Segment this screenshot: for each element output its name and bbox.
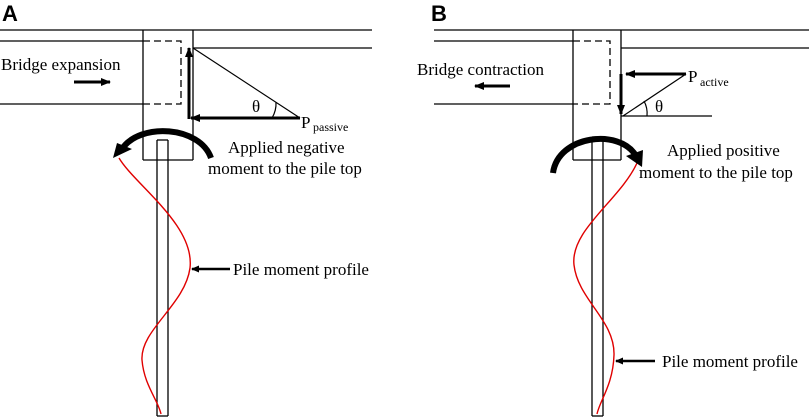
panel-a-letter: A: [2, 1, 18, 26]
panel-a-angle-label: θ: [252, 97, 260, 116]
panel-a-moment-arrowhead-icon: [113, 143, 132, 158]
panel-b-pile: [591, 136, 604, 417]
panel-b-force-label: P: [688, 67, 697, 86]
panel-a-deck: [0, 29, 372, 105]
panel-a-force-label: P: [301, 113, 310, 132]
panel-b-moment-profile: [573, 162, 638, 415]
panel-b-moment-arrow-icon: [550, 135, 639, 174]
panel-a: A: [0, 1, 372, 417]
panel-b-force-subscript: active: [700, 75, 729, 89]
panel-a-moment-label-line1: Applied negative: [228, 138, 345, 157]
panel-a-profile-label: Pile moment profile: [233, 260, 369, 279]
panel-b-force-diagram: [617, 70, 712, 117]
panel-b-movement-label: Bridge contraction: [417, 60, 544, 79]
panel-b-profile-label: Pile moment profile: [662, 352, 798, 371]
panel-b-moment-label-line1: Applied positive: [667, 141, 780, 160]
panel-a-force-diagram: [185, 47, 301, 122]
panel-a-moment-label-line2: moment to the pile top: [208, 159, 362, 178]
panel-a-force-subscript: passive: [313, 120, 348, 134]
panel-a-moment-profile: [118, 157, 191, 415]
panel-a-movement-label: Bridge expansion: [1, 55, 121, 74]
panel-a-moment-arrow-icon: [119, 128, 214, 160]
panel-a-pile: [156, 139, 169, 417]
panel-b: B: [417, 1, 809, 417]
panel-b-letter: B: [431, 1, 447, 26]
panel-b-angle-label: θ: [655, 97, 663, 116]
panel-b-moment-arrowhead-icon: [626, 150, 643, 167]
panel-b-moment-label-line2: moment to the pile top: [639, 163, 793, 182]
